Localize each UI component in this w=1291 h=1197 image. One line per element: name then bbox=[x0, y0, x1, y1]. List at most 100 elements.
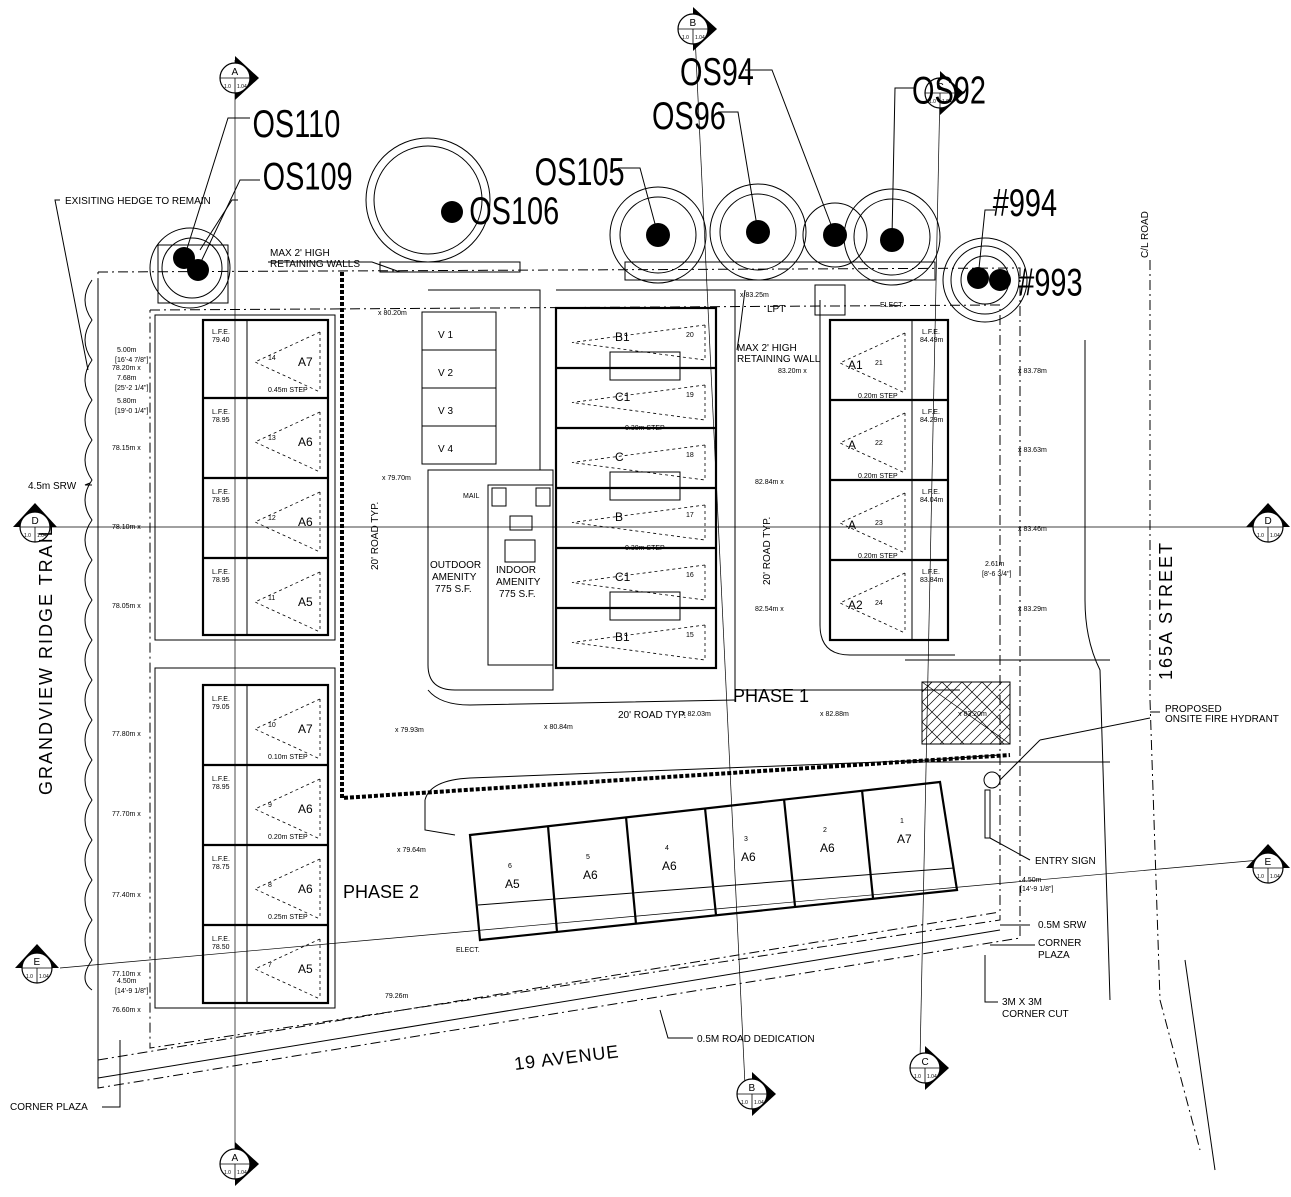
section-marker-a-top bbox=[219, 56, 259, 100]
dim: [25'-2 1/4"] bbox=[115, 385, 148, 392]
phase1-east-building bbox=[814, 284, 950, 642]
unit-elev: 78.95 bbox=[212, 577, 230, 584]
unit-step: 0.20m STEP bbox=[858, 393, 898, 400]
unit-number: 6 bbox=[508, 863, 512, 870]
unit-elev: 79.40 bbox=[212, 337, 230, 344]
roof-pattern bbox=[571, 444, 706, 481]
section-marker-a-top-sheet: 1.04 bbox=[237, 84, 247, 90]
road-dedication-note: 0.5M ROAD DEDICATION bbox=[697, 1034, 815, 1045]
elev: 82.84m x bbox=[755, 479, 784, 486]
section-marker-b-bottom-sheet: 1.04 bbox=[754, 1100, 764, 1106]
elev: 78.05m x bbox=[112, 603, 141, 610]
unit-lfe-label: L.F.E. bbox=[922, 489, 940, 496]
unit-lfe-label: L.F.E. bbox=[922, 409, 940, 416]
mail-label: MAIL bbox=[463, 493, 479, 500]
dim: [14'-9 1/8"] bbox=[115, 988, 148, 995]
unit-number: 2 bbox=[823, 827, 827, 834]
unit-number: 11 bbox=[268, 595, 275, 602]
section-marker-d-right-sheet: 1.04 bbox=[1270, 533, 1280, 539]
unit-number: 16 bbox=[686, 572, 694, 579]
hatched-area bbox=[921, 681, 1011, 745]
elev: 76.60m x bbox=[112, 1007, 141, 1014]
unit-type: A5 bbox=[298, 962, 313, 976]
dim: 5.00m bbox=[117, 347, 137, 354]
section-marker-d-left bbox=[13, 503, 57, 543]
unit-step: 0.10m STEP bbox=[268, 754, 308, 761]
unit-elev: 79.05 bbox=[212, 704, 230, 711]
unit-number: 22 bbox=[875, 440, 883, 447]
tree-label-993: #993 bbox=[1018, 261, 1082, 304]
dim: [16'-4 7/8"] bbox=[115, 357, 148, 364]
unit-elev: 78.75 bbox=[212, 864, 230, 871]
corner-plaza-right-2: PLAZA bbox=[1038, 950, 1070, 961]
tree-os110-os109 bbox=[149, 227, 231, 309]
elev: 78.10m x bbox=[112, 524, 141, 531]
dim: 2.61m bbox=[985, 561, 1005, 568]
indoor-amenity-3: 775 S.F. bbox=[499, 589, 536, 600]
property-line bbox=[97, 267, 1021, 1089]
unit-number: 18 bbox=[686, 452, 694, 459]
elev: x 83.29m bbox=[1018, 606, 1047, 613]
unit-lfe-label: L.F.E. bbox=[922, 569, 940, 576]
unit-type: A6 bbox=[298, 435, 313, 449]
unit-number: 24 bbox=[875, 600, 883, 607]
unit-type: A6 bbox=[298, 882, 313, 896]
dim: [14'-9 1/8"] bbox=[1020, 886, 1053, 893]
unit-step: 0.30m STEP bbox=[625, 425, 665, 432]
outdoor-amenity-1: OUTDOOR bbox=[430, 560, 481, 571]
section-marker-d-right bbox=[1246, 503, 1290, 543]
phase-1-label: PHASE 1 bbox=[733, 686, 809, 706]
section-marker-e-right-sheet: 1.0 bbox=[1257, 874, 1264, 880]
visitor-stall-label: V 1 bbox=[438, 330, 453, 341]
road-typ-east: 20' ROAD TYP. bbox=[762, 517, 773, 585]
elev: x 79.70m bbox=[382, 475, 411, 482]
existing-hedge bbox=[84, 279, 93, 991]
unit-roof-patterns bbox=[254, 324, 906, 1000]
tree-label-os109: OS109 bbox=[263, 156, 353, 199]
section-marker-c-bottom-letter: C bbox=[922, 1057, 929, 1068]
section-marker-e-right-letter: E bbox=[1265, 857, 1272, 868]
street-165a: 165A STREET bbox=[1156, 541, 1176, 680]
section-marker-c-top bbox=[924, 71, 964, 115]
retaining-note-2a: MAX 2' HIGH bbox=[737, 343, 797, 354]
indoor-amenity-2: AMENITY bbox=[496, 577, 541, 588]
elev: x 82.03m bbox=[682, 711, 711, 718]
outdoor-amenity-3: 775 S.F. bbox=[435, 584, 472, 595]
hydrant-note-a: PROPOSED bbox=[1165, 704, 1222, 715]
section-line-b bbox=[694, 34, 746, 1086]
unit-type: A5 bbox=[298, 595, 313, 609]
elev: 77.70m x bbox=[112, 811, 141, 818]
roof-pattern bbox=[571, 624, 706, 661]
unit-type: B1 bbox=[615, 630, 630, 644]
section-marker-c-bottom-sheet: 1.04 bbox=[927, 1074, 937, 1080]
section-line-c bbox=[919, 89, 941, 1061]
corner-plaza-right-1: CORNER bbox=[1038, 938, 1081, 949]
retaining-note-1b: RETAINING WALLS bbox=[270, 259, 360, 270]
hydrant-note-b: ONSITE FIRE HYDRANT bbox=[1165, 714, 1279, 725]
visitor-stall-label: V 2 bbox=[438, 368, 453, 379]
phase2-west-buildings bbox=[154, 314, 336, 1009]
visitor-stall-label: V 3 bbox=[438, 406, 453, 417]
elect-label: ELECT. bbox=[880, 302, 904, 309]
section-marker-e-left-sheet: 1.0 bbox=[26, 974, 33, 980]
tree-label-os105: OS105 bbox=[535, 151, 625, 194]
section-marker-c-top-sheet: 1.0 bbox=[929, 99, 936, 105]
dim: 4.50m bbox=[117, 978, 137, 985]
tree-label-os106: OS106 bbox=[469, 190, 559, 233]
outdoor-amenity-2: AMENITY bbox=[432, 572, 477, 583]
unit-type: A6 bbox=[741, 850, 756, 864]
unit-type: A bbox=[848, 438, 856, 452]
phase2-south-buildings bbox=[424, 754, 1001, 942]
elev: x 83.25m bbox=[740, 292, 769, 299]
indoor-amenity-1: INDOOR bbox=[496, 565, 536, 576]
unit-type: A7 bbox=[298, 722, 313, 736]
unit-step: 0.20m STEP bbox=[858, 553, 898, 560]
srw-05-note: 0.5M SRW bbox=[1038, 920, 1087, 931]
roof-pattern bbox=[571, 564, 706, 601]
unit-number: 1 bbox=[900, 818, 904, 825]
elect-label-2: ELECT. bbox=[456, 947, 480, 954]
phase-boundary bbox=[340, 272, 1011, 801]
unit-type: A bbox=[848, 518, 856, 532]
section-marker-a-bottom bbox=[219, 1142, 259, 1186]
unit-number: 8 bbox=[268, 882, 272, 889]
